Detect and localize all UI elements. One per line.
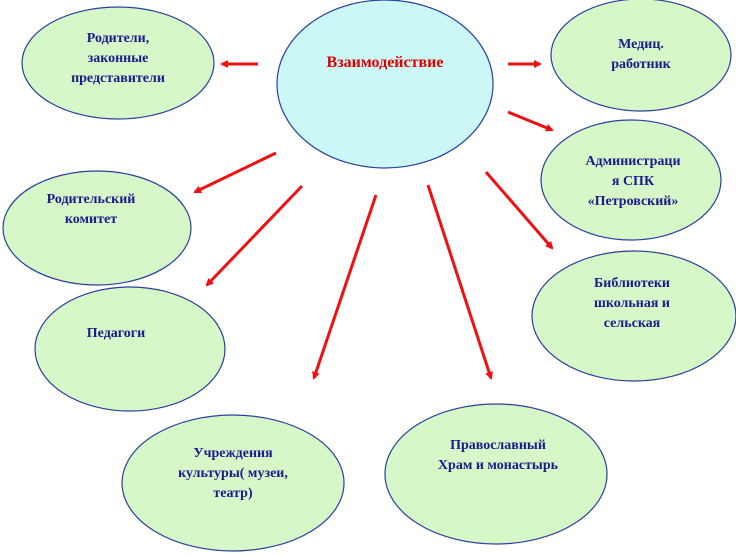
arrow-to-committee: [193, 151, 277, 194]
node-church-line: Православный: [450, 438, 546, 453]
node-medic: Медиц. работник: [550, 0, 732, 112]
arrow-to-libraries: [484, 171, 554, 250]
node-church-line: Храм и монастырь: [438, 458, 559, 473]
node-libraries-line: сельская: [604, 316, 661, 331]
arrow-to-admin: [507, 110, 554, 132]
node-committee-line: комитет: [65, 212, 117, 227]
node-libraries: Библиотеки школьная и сельская: [531, 250, 736, 382]
node-admin-ellipse: [540, 119, 722, 241]
node-admin-label: Администраци я СПК «Петровский»: [585, 154, 680, 209]
node-admin-line: «Петровский»: [588, 194, 679, 209]
node-culture-label: Учреждения культуры( музеи, театр): [178, 446, 288, 501]
node-admin: Администраци я СПК «Петровский»: [540, 119, 722, 241]
node-culture-line: Учреждения: [193, 446, 273, 461]
center-ellipse: [276, 0, 494, 169]
center-label: Взаимодействие: [327, 54, 444, 71]
node-parents-ellipse: [21, 6, 215, 120]
node-medic-label: Медиц. работник: [611, 37, 671, 72]
node-admin-line: я СПК: [612, 174, 655, 189]
arrow-to-teachers: [205, 184, 304, 287]
node-parents-line: Родители,: [87, 31, 149, 46]
node-committee-line: Родительский: [47, 192, 136, 207]
node-church-ellipse: [384, 403, 608, 545]
node-culture-ellipse: [121, 414, 345, 552]
node-culture-line: театр): [213, 486, 253, 501]
node-admin-line: Администраци: [585, 154, 680, 169]
node-libraries-line: Библиотеки: [594, 276, 670, 291]
arrow-to-church: [426, 184, 493, 380]
node-medic-ellipse: [550, 0, 732, 112]
arrows: [193, 60, 554, 380]
node-teachers-label: Педагоги: [87, 326, 145, 341]
node-libraries-line: школьная и: [594, 296, 670, 311]
node-committee-ellipse: [2, 170, 192, 286]
node-teachers-ellipse: [34, 286, 226, 412]
node-libraries-ellipse: [531, 250, 736, 382]
node-parents-line: представители: [71, 71, 165, 86]
arrow-to-culture: [312, 194, 378, 380]
node-culture-line: культуры( музеи,: [178, 466, 288, 481]
node-committee-label: Родительский комитет: [47, 192, 136, 227]
node-libraries-label: Библиотеки школьная и сельская: [594, 276, 670, 331]
node-culture: Учреждения культуры( музеи, театр): [121, 414, 345, 552]
node-parents: Родители, законные представители: [21, 6, 215, 120]
node-teachers-line: Педагоги: [87, 326, 145, 341]
node-medic-line: Медиц.: [618, 37, 664, 52]
node-parents-label: Родители, законные представители: [71, 31, 165, 86]
node-committee: Родительский комитет: [2, 170, 192, 286]
center-node: Взаимодействие: [276, 0, 494, 169]
node-medic-line: работник: [611, 57, 671, 72]
node-teachers: Педагоги: [34, 286, 226, 412]
node-parents-line: законные: [88, 51, 149, 66]
